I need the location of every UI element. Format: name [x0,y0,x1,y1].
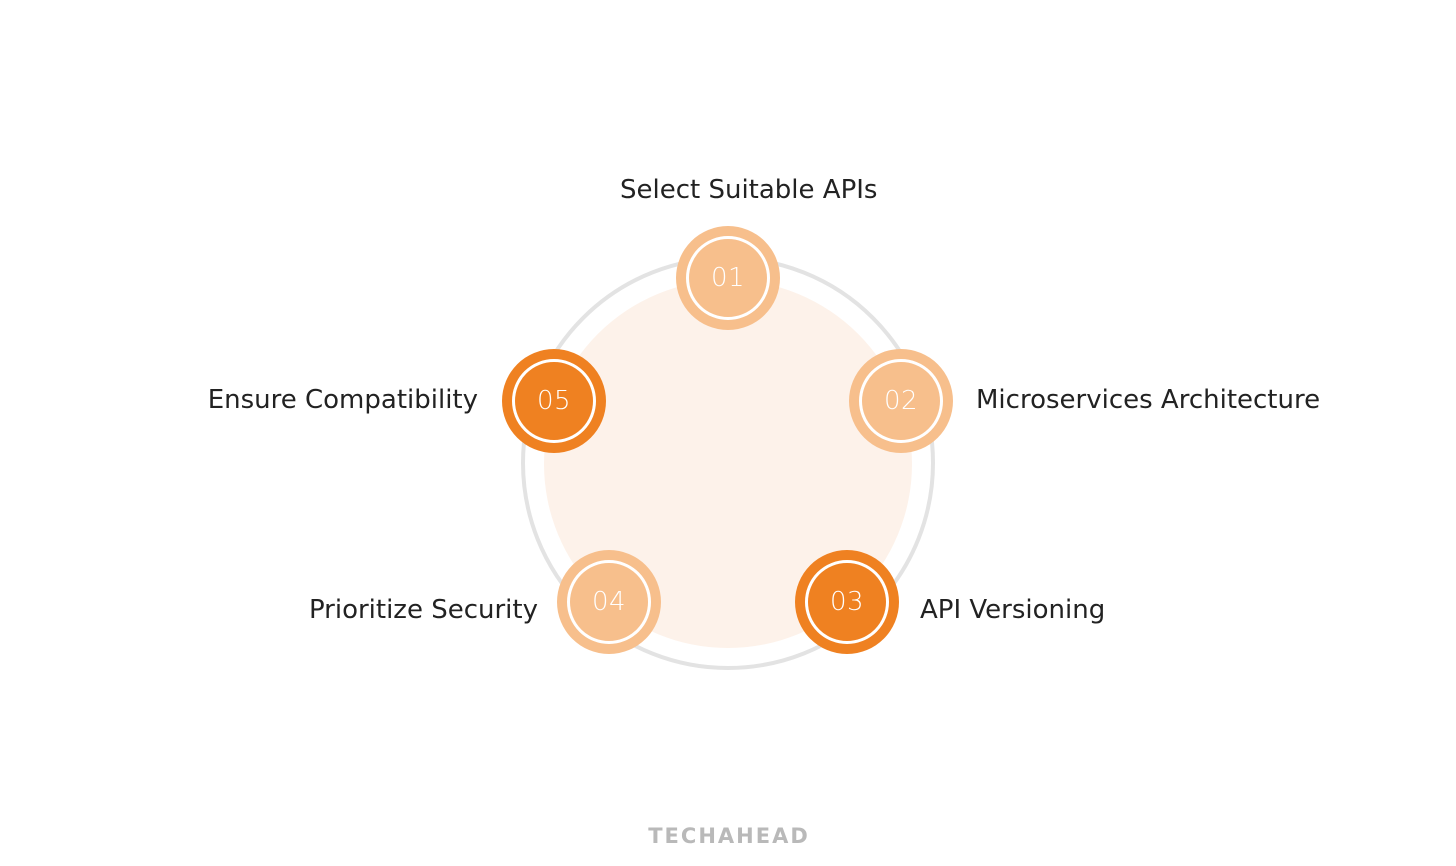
node-ring [686,236,770,320]
step-label-01: Select Suitable APIs [620,175,878,205]
node-ring [512,359,596,443]
step-node-04: 04 [557,550,661,654]
node-ring [859,359,943,443]
step-number: 04 [591,587,627,617]
step-number: 03 [829,587,865,617]
step-number: 02 [883,386,919,416]
step-label-04: Prioritize Security [308,595,538,625]
step-node-03: 03 [795,550,899,654]
node-ring [805,560,889,644]
step-node-01: 01 [676,226,780,330]
step-label-05: Ensure Compatibility [207,385,478,415]
step-node-02: 02 [849,349,953,453]
node-ring [567,560,651,644]
step-label-02: Microservices Architecture [976,385,1321,415]
step-node-05: 05 [502,349,606,453]
step-number: 05 [536,386,572,416]
techahead-logo: TECHAHEAD [648,824,810,848]
step-number: 01 [710,263,746,293]
step-label-03: API Versioning [920,595,1106,625]
